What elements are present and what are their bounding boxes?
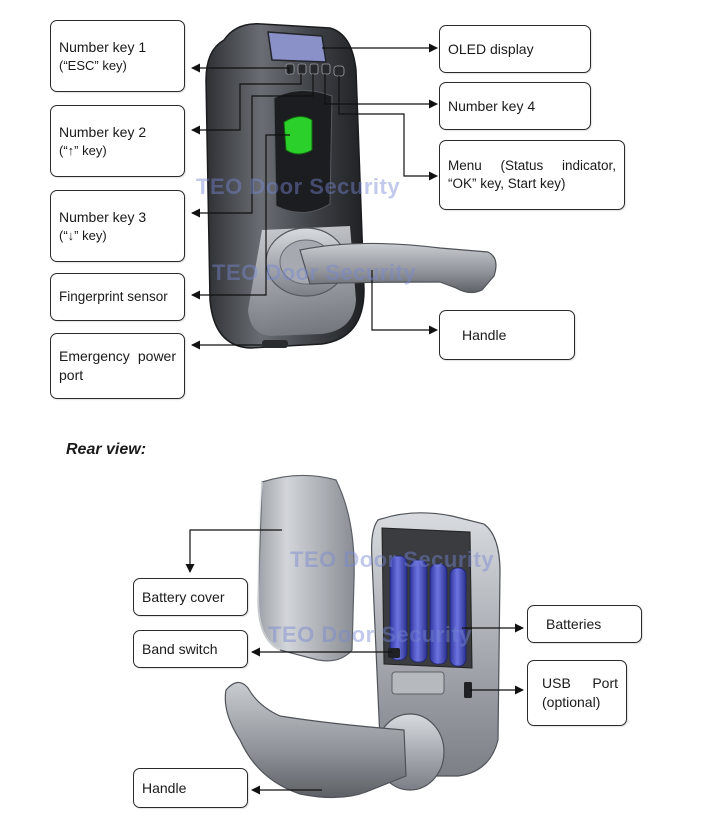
label-text: Menu (Status indicator, xyxy=(448,157,616,173)
label-text: Number key 1 xyxy=(59,38,147,55)
label-text: (optional) xyxy=(542,694,601,710)
label-text: Number key 4 xyxy=(448,97,536,114)
label-text: Battery cover xyxy=(142,588,225,605)
label-text: (“↑” key) xyxy=(59,142,107,158)
label-number-key-1: Number key 1 (“ESC” key) xyxy=(50,20,185,92)
label-number-key-4: Number key 4 xyxy=(439,82,591,130)
usb-port xyxy=(464,682,472,698)
label-text: (“↓” key) xyxy=(59,227,107,243)
key-2 xyxy=(297,63,307,75)
front-handle-lever xyxy=(299,242,497,294)
label-text: OLED display xyxy=(448,40,534,57)
label-text: (“ESC” key) xyxy=(59,57,127,73)
rear-view-title: Rear view: xyxy=(66,441,147,458)
emergency-port xyxy=(262,340,288,348)
watermark: TEO Door Security xyxy=(212,260,417,285)
label-text: Number key 2 xyxy=(59,123,147,140)
rear-leader-lines xyxy=(185,529,524,795)
watermark: TEO Door Security xyxy=(290,547,495,572)
front-lock-illustration xyxy=(205,23,497,349)
label-text: Handle xyxy=(462,326,507,343)
label-band-switch: Band switch xyxy=(133,630,248,668)
battery-2 xyxy=(409,559,428,663)
label-number-key-3: Number key 3 (“↓” key) xyxy=(50,190,185,262)
label-rear-handle: Handle xyxy=(133,768,248,808)
label-text: Batteries xyxy=(546,615,602,632)
rear-control-block xyxy=(391,671,445,695)
watermark: TEO Door Security xyxy=(268,622,473,647)
rear-handle-lever xyxy=(224,681,407,799)
key-3 xyxy=(309,63,319,75)
label-text: USB Port xyxy=(542,675,618,692)
watermark: TEO Door Security xyxy=(196,174,401,199)
key-4 xyxy=(321,63,331,75)
label-fingerprint-sensor: Fingerprint sensor xyxy=(50,273,185,321)
label-text: port xyxy=(59,367,84,383)
band-switch xyxy=(388,648,400,658)
label-usb-port: USB Port (optional) xyxy=(527,660,627,726)
battery-3 xyxy=(429,563,448,665)
rear-lock-illustration xyxy=(224,474,501,799)
label-text: Emergency power xyxy=(59,348,176,365)
label-text: Number key 3 xyxy=(59,208,147,225)
label-number-key-2: Number key 2 (“↑” key) xyxy=(50,105,185,177)
label-text: “OK” key, Start key) xyxy=(448,176,566,191)
label-emergency-power-port: Emergency power port xyxy=(50,333,185,399)
battery-1 xyxy=(389,555,408,661)
front-leader-lines xyxy=(191,43,438,350)
oled-screen xyxy=(267,31,327,63)
fingerprint-sensor xyxy=(283,116,313,155)
label-text: Handle xyxy=(142,779,187,796)
label-text: Fingerprint sensor xyxy=(59,288,168,304)
label-battery-cover: Battery cover xyxy=(133,578,248,616)
menu-key xyxy=(333,65,345,77)
label-batteries: Batteries xyxy=(527,605,642,643)
battery-4 xyxy=(449,567,467,667)
label-text: Band switch xyxy=(142,640,218,657)
key-1 xyxy=(285,63,295,75)
label-front-handle: Handle xyxy=(439,310,575,360)
label-menu: Menu (Status indicator, “OK” key, Start … xyxy=(439,140,625,210)
label-oled-display: OLED display xyxy=(439,25,591,73)
